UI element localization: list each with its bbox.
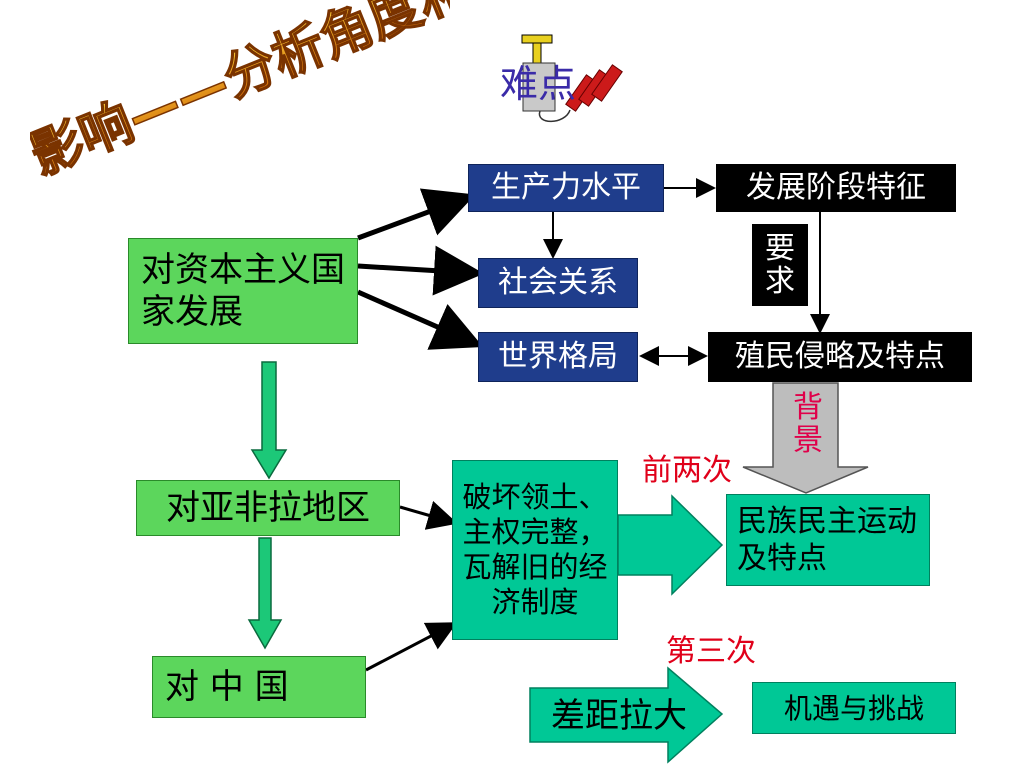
background-label: 背景 [793, 390, 823, 458]
afroasia-box: 对亚非拉地区 [136, 480, 400, 536]
requires-box: 要求 [752, 224, 808, 306]
national-movement-box: 民族民主运动及特点 [726, 494, 930, 586]
dynamite-icon [521, 34, 623, 123]
arrow-gap-opportunity [529, 666, 724, 764]
china-box: 对 中 国 [152, 656, 366, 718]
capitalist-box: 对资本主义国家发展 [128, 238, 358, 344]
colonial-box: 殖民侵略及特点 [708, 332, 972, 382]
gap-label: 差距拉大 [551, 695, 687, 736]
productivity-box: 生产力水平 [468, 164, 664, 212]
arrow-afroasia-destroy [399, 500, 458, 530]
stage-box: 发展阶段特征 [716, 164, 956, 212]
background-arrow [742, 382, 869, 494]
arrow-to-world [356, 289, 484, 350]
first-two-label: 前两次 [642, 453, 732, 489]
arrow-destroy-movement [617, 494, 724, 596]
difficulty-label: 难点 [500, 62, 577, 107]
opportunity-box: 机遇与挑战 [752, 682, 956, 734]
title-wordart: 影响——分析角度和思路 [30, 0, 450, 188]
arrow-afroasia-china [247, 537, 283, 650]
arrow-to-social [357, 245, 484, 296]
world-box: 世界格局 [478, 332, 638, 382]
arrow-capitalist-afroasia [250, 361, 288, 480]
arrow-china-destroy [365, 622, 458, 672]
social-box: 社会关系 [478, 258, 638, 308]
third-label: 第三次 [666, 634, 756, 670]
arrow-to-productivity [357, 188, 476, 241]
destroy-box: 破坏领土、主权完整，瓦解旧的经济制度 [452, 460, 618, 640]
